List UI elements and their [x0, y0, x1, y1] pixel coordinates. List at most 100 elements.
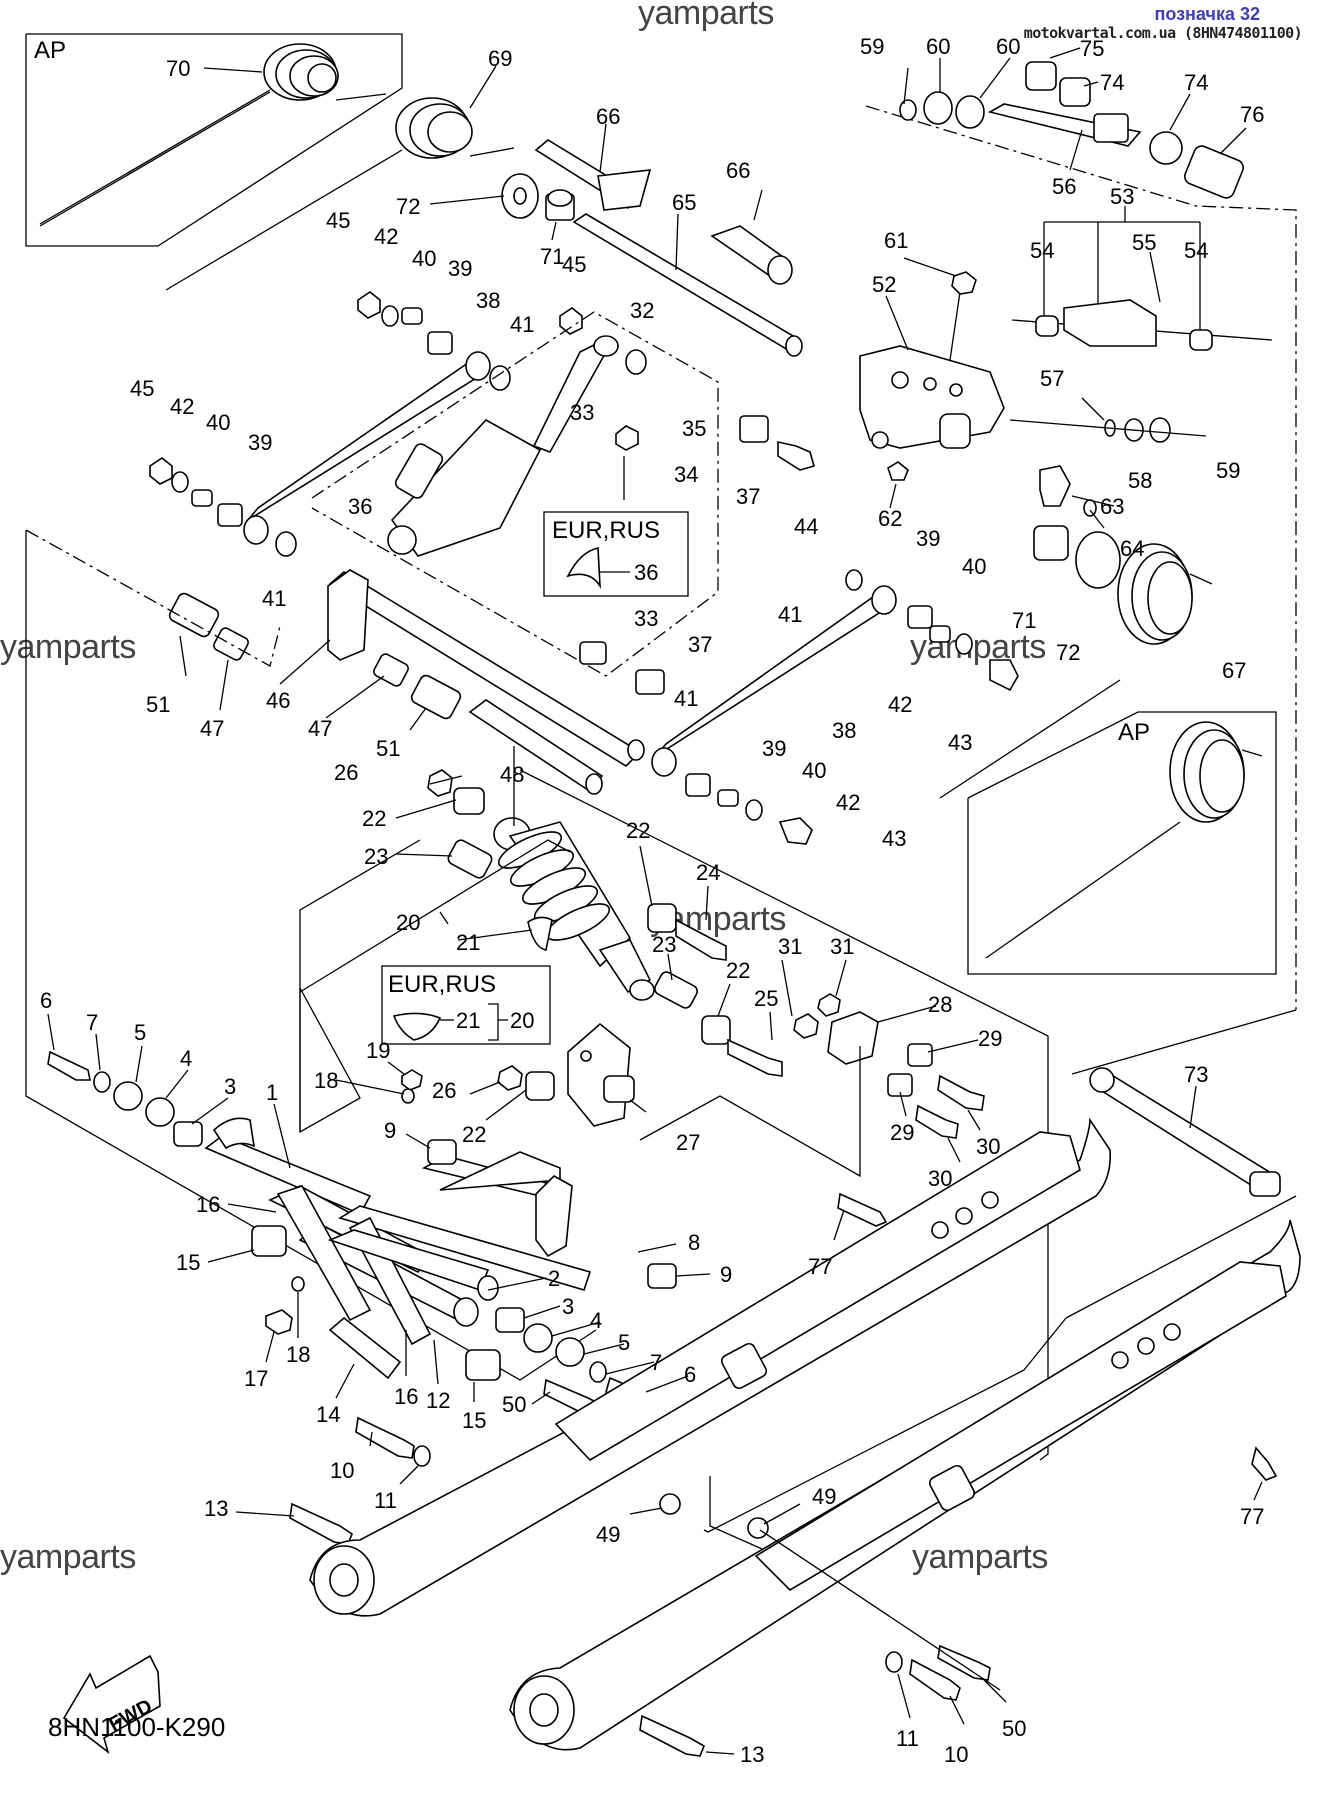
callout: 18 — [286, 1342, 310, 1367]
bushing-9-lower — [647, 1263, 677, 1289]
callout: 34 — [674, 462, 698, 487]
frame-line-mid — [299, 839, 571, 993]
bolt-30-lower — [915, 1104, 959, 1139]
callout: 22 — [462, 1122, 486, 1147]
callout: 76 — [1240, 102, 1264, 127]
callout: 51 — [146, 692, 170, 717]
callout: 1 — [266, 1080, 278, 1105]
rear-bracket-52 — [859, 345, 1005, 449]
callout: 55 — [1132, 230, 1156, 255]
callout-numbers: 70 69 66 66 72 71 65 45 42 40 39 38 41 4… — [40, 34, 1264, 1767]
sleeve-66-a — [534, 139, 652, 211]
bolt-61 — [949, 291, 961, 361]
callout: 40 — [412, 246, 436, 271]
pivot-shaft-56 — [987, 103, 1142, 147]
frame-line-lower-right — [703, 1317, 1067, 1533]
callout: 37 — [688, 632, 712, 657]
bolt-30-upper — [937, 1074, 985, 1111]
seal-5-upper — [113, 1081, 143, 1111]
callout: 22 — [726, 958, 750, 983]
callout: 31 — [830, 934, 854, 959]
shaft-65 — [572, 213, 803, 357]
callout: 69 — [488, 46, 512, 71]
slide-rail-left — [309, 1117, 1112, 1617]
callout: 41 — [510, 312, 534, 337]
collar-22-bottom — [525, 1071, 555, 1101]
callout: 19 — [366, 1038, 390, 1063]
torsion-spring-69 — [165, 97, 515, 291]
cap-63 — [1039, 465, 1071, 507]
leader-lines — [47, 47, 1263, 1755]
callout: 47 — [200, 716, 224, 741]
torsion-spring-67 — [939, 543, 1213, 799]
washers-top-right — [899, 61, 1244, 199]
front-arm-assembly-1 — [204, 1117, 592, 1346]
callout: 29 — [978, 1026, 1002, 1051]
bushing-33-lower — [579, 641, 607, 665]
callout: 59 — [1216, 458, 1240, 483]
callout: 47 — [308, 716, 332, 741]
bracket-center-1 — [535, 1175, 573, 1258]
collar-22-upper — [453, 787, 485, 815]
callout: 66 — [596, 104, 620, 129]
callout: 15 — [462, 1408, 486, 1433]
washer-7-upper — [93, 1071, 111, 1093]
callout: 4 — [590, 1308, 602, 1333]
callout: 74 — [1100, 70, 1124, 95]
frame-line-bottom-rail — [759, 1529, 1001, 1691]
washer-18-upper — [401, 1088, 415, 1104]
callout: 13 — [204, 1496, 228, 1521]
callout: 42 — [374, 224, 398, 249]
callout: 52 — [872, 272, 896, 297]
collar-29-lower — [887, 1073, 913, 1097]
callout: 54 — [1184, 238, 1208, 263]
collar-37-upper — [739, 415, 769, 443]
callout: 73 — [1184, 1062, 1208, 1087]
callout: 14 — [316, 1402, 340, 1427]
slide-rail-right — [509, 1219, 1301, 1751]
pivot-line-57 — [1009, 419, 1207, 437]
pivot-bracket-46 — [327, 569, 369, 661]
collar-22-lower — [701, 1015, 731, 1045]
stabilizer-shock-36 — [387, 335, 619, 557]
frame-line-left-dash — [25, 529, 281, 667]
callout: 67 — [1222, 658, 1246, 683]
eur-rus-label-21: EUR,RUS — [388, 971, 496, 998]
eur-rus-box-21: EUR,RUS 21 20 — [381, 965, 551, 1045]
collar-47-right — [373, 653, 409, 687]
callout: 35 — [682, 416, 706, 441]
bushing-4-upper — [145, 1097, 175, 1127]
callout: 64 — [1120, 536, 1144, 561]
callout: 18 — [314, 1068, 338, 1093]
callout: 36 — [348, 494, 372, 519]
callout: 63 — [1100, 494, 1124, 519]
sleeve-66-b — [710, 225, 793, 285]
callout: 16 — [196, 1192, 220, 1217]
callout: 22 — [362, 806, 386, 831]
washer-18-lower — [291, 1276, 305, 1292]
callout: 61 — [884, 228, 908, 253]
link-arm-38-upper — [243, 351, 491, 545]
frame-line-49 — [709, 1476, 779, 1557]
nut-62 — [887, 461, 909, 481]
callout: 39 — [448, 256, 472, 281]
ap-label: AP — [34, 37, 66, 64]
callout: 17 — [244, 1366, 268, 1391]
callout: 6 — [40, 988, 52, 1013]
callout: 12 — [426, 1388, 450, 1413]
callout: 10 — [330, 1458, 354, 1483]
fastener-group-upper — [149, 291, 583, 557]
callout: 20 — [396, 910, 420, 935]
callout: 54 — [1030, 238, 1054, 263]
callout: 38 — [476, 288, 500, 313]
tube-14 — [328, 1316, 402, 1380]
frame-line-shock-box — [299, 839, 421, 1130]
spacer-23-lower — [654, 971, 698, 1009]
callout: 40 — [802, 758, 826, 783]
callout: 40 — [962, 554, 986, 579]
callout: 56 — [1052, 174, 1076, 199]
watermark-right-lower: yamparts — [912, 1538, 1048, 1576]
eur-rus-label-36: EUR,RUS — [552, 517, 660, 544]
callout: 60 — [996, 34, 1020, 59]
collar-51-right — [410, 674, 462, 720]
